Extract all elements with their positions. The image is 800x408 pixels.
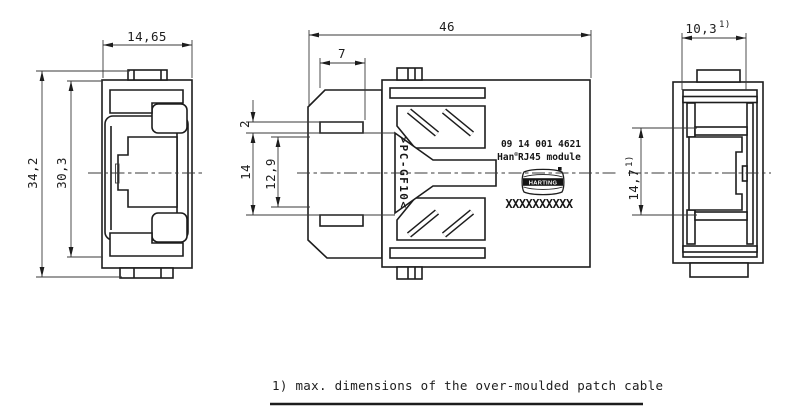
side-bottom-rail xyxy=(389,247,486,259)
rj45-jack-silhouette xyxy=(117,136,178,208)
dim-front-width: 14,65 xyxy=(127,29,167,44)
registered-mark: ® xyxy=(514,152,518,159)
dim-arrow xyxy=(638,128,644,138)
front-lower-band xyxy=(109,232,184,257)
rear-cable-opening xyxy=(688,136,743,211)
footnote-ref: 1) xyxy=(625,155,635,167)
front-top-tab xyxy=(127,69,168,81)
rear-inner-frame xyxy=(682,89,758,258)
plug-lower-latch xyxy=(319,214,364,227)
side-top-rail xyxy=(389,87,486,99)
dim-arrow xyxy=(250,133,256,143)
side-top-tab xyxy=(396,67,423,81)
dim-arrow xyxy=(355,60,365,66)
dim-front-height-body: 30,3 xyxy=(54,157,69,189)
side-plug-outline xyxy=(307,89,383,259)
dim-side-length: 46 xyxy=(439,19,455,34)
dim-arrow xyxy=(638,205,644,215)
rear-left-bar-upper xyxy=(686,102,696,138)
side-view-dimensions: 46 7 2 14 12,9 xyxy=(237,19,592,216)
side-view: >PC-GF10< 09 14 001 4621 Han®RJ45 module… xyxy=(297,67,618,280)
front-bottom-tab xyxy=(119,267,174,279)
dim-rear-opening: 14,71) xyxy=(625,155,641,200)
front-upper-pad xyxy=(151,103,188,134)
jack-contact-slot xyxy=(115,163,120,184)
dim-arrow xyxy=(682,35,692,41)
harting-logo: HARTING xyxy=(521,167,565,196)
rear-bottom-tab xyxy=(689,262,749,278)
plug-upper-latch xyxy=(319,121,364,134)
dim-latch-offset: 2 xyxy=(237,120,252,128)
dim-arrow xyxy=(736,35,746,41)
footnote-text: 1) max. dimensions of the over-moulded p… xyxy=(272,378,663,393)
footnote-section: 1) max. dimensions of the over-moulded p… xyxy=(270,378,663,406)
dim-plug-opening: 12,9 xyxy=(263,158,278,190)
dim-arrow xyxy=(250,205,256,215)
marking-block: 09 14 001 4621 Han®RJ45 module HARTING X… xyxy=(497,139,581,211)
dim-arrow xyxy=(182,42,192,48)
dim-side-plug-depth: 7 xyxy=(338,46,346,61)
dim-arrow xyxy=(39,71,45,81)
rear-center-tick xyxy=(741,165,748,182)
serial-placeholder: XXXXXXXXXX xyxy=(505,197,574,211)
dim-arrow xyxy=(68,247,74,257)
part-name: Han®RJ45 module xyxy=(497,152,581,164)
rear-bottom-rail xyxy=(682,245,758,253)
dim-arrow xyxy=(39,267,45,277)
logo-wordmark: HARTING xyxy=(529,180,558,186)
dim-arrow xyxy=(275,197,281,207)
dim-plug-height: 14 xyxy=(238,164,253,180)
footnote-ref: 1) xyxy=(719,20,731,30)
logo-barrel-outline xyxy=(521,168,565,196)
front-upper-band xyxy=(109,89,184,114)
front-view xyxy=(88,69,205,279)
dim-arrow xyxy=(309,32,319,38)
rear-lower-band xyxy=(694,211,748,221)
dim-arrow xyxy=(320,60,330,66)
rear-top-tab xyxy=(696,69,741,83)
part-number: 09 14 001 4621 xyxy=(501,139,581,150)
front-lower-pad xyxy=(151,212,188,243)
rear-right-bar xyxy=(746,102,754,245)
logo-band xyxy=(523,178,563,186)
dim-arrow xyxy=(250,112,256,122)
rear-top-rail xyxy=(682,95,758,104)
dim-arrow xyxy=(275,137,281,147)
dim-front-height-overall: 34,2 xyxy=(25,157,40,189)
rear-upper-band xyxy=(694,126,748,136)
front-view-dimensions: 14,65 34,2 30,3 xyxy=(25,29,193,278)
dim-arrow xyxy=(103,42,113,48)
rear-view xyxy=(628,69,771,278)
side-bottom-tab xyxy=(396,266,423,280)
logo-reg-dot xyxy=(558,167,562,171)
dim-arrow xyxy=(581,32,591,38)
dim-arrow xyxy=(68,81,74,91)
